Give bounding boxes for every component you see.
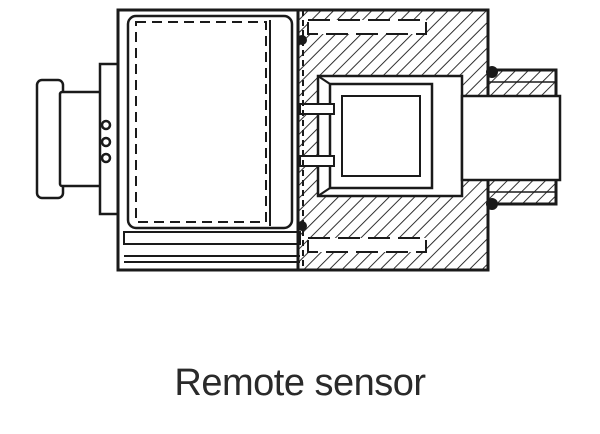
figure-caption: Remote sensor xyxy=(174,362,426,404)
sensor-body-section xyxy=(296,8,490,272)
o-ring-seals xyxy=(297,35,307,231)
electronics-housing xyxy=(116,8,301,272)
pressure-port-fitting xyxy=(460,66,562,210)
connector-plug xyxy=(35,62,120,216)
